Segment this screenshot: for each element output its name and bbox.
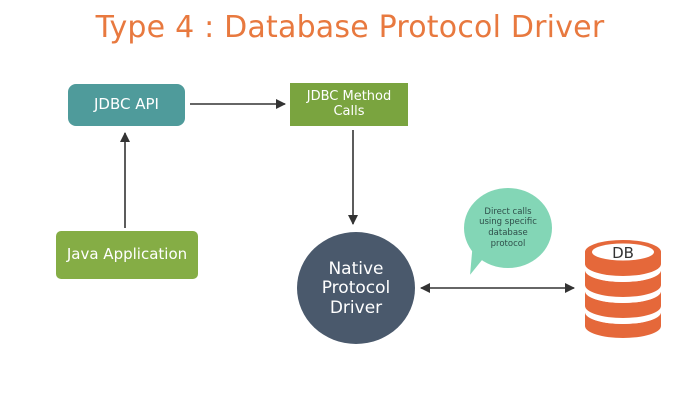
jdbc-method-calls-node: JDBC Method Calls: [290, 83, 408, 126]
page-title: Type 4 : Database Protocol Driver: [95, 10, 605, 45]
database-icon: [585, 240, 661, 338]
callout-bubble: Direct calls using specific database pro…: [464, 188, 552, 268]
database-label: DB: [612, 244, 634, 262]
database-node: DB: [580, 238, 666, 342]
jdbc-api-node: JDBC API: [68, 84, 185, 126]
native-protocol-driver-node: Native Protocol Driver: [297, 232, 415, 344]
java-application-node: Java Application: [56, 231, 198, 279]
